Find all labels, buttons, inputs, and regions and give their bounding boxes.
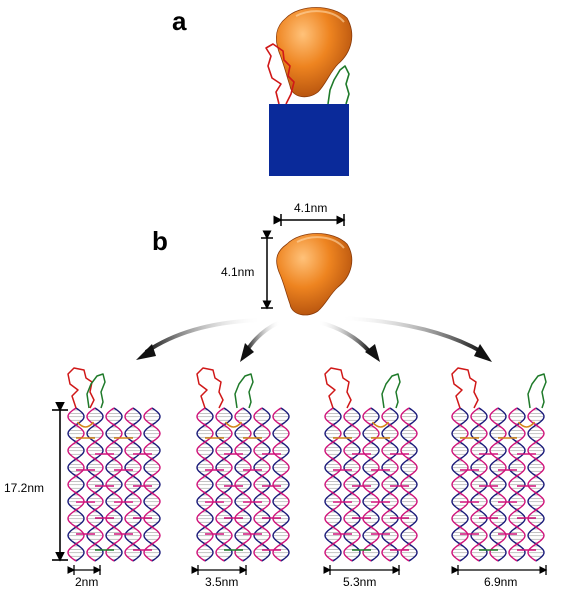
helix: [86, 407, 104, 562]
spacing-label-3: 5.3nm: [343, 575, 376, 589]
panel-label-b: b: [152, 226, 168, 256]
helix: [234, 407, 252, 562]
helix: [451, 407, 469, 562]
orange-staple: [517, 421, 536, 428]
helix: [324, 407, 342, 562]
aptamer-red: [324, 367, 352, 409]
origami-structure-3: [323, 367, 418, 575]
spacing-label-4: 6.9nm: [484, 575, 517, 589]
aptamer-red: [196, 367, 224, 409]
arrow-to-structure-2: [240, 320, 281, 362]
helix: [272, 407, 290, 562]
helix: [196, 407, 214, 562]
aptamer-green: [86, 373, 106, 409]
aptamer-red-a: [265, 43, 295, 105]
helix: [381, 407, 399, 562]
spacing-label-2: 3.5nm: [205, 575, 238, 589]
aptamer-red: [451, 367, 479, 409]
arrow-to-structure-4: [339, 316, 492, 362]
helix: [489, 407, 507, 562]
helix: [253, 407, 271, 562]
protein-height-dimension: 4.1nm: [221, 230, 273, 310]
helix: [124, 407, 142, 562]
panel-label-a: a: [172, 6, 187, 36]
protein-width-dimension: 4.1nm: [273, 201, 346, 226]
origami-structures: [67, 367, 548, 575]
helix: [400, 407, 418, 562]
staple-crossovers: [76, 437, 152, 551]
helix: [470, 407, 488, 562]
helix: [343, 407, 361, 562]
spacing-dimension: [67, 565, 102, 575]
protein-height-label: 4.1nm: [221, 265, 254, 279]
aptamer-green: [234, 373, 254, 409]
spacing-dimension: [191, 565, 248, 575]
spacing-dimension: [323, 565, 401, 575]
arrow-to-structure-3: [317, 320, 380, 362]
origami-height-dimension: 17.2nm: [4, 402, 68, 562]
spacing-dimension: [451, 565, 548, 575]
protein-b: [276, 233, 353, 316]
aptamer-green-a: [327, 65, 350, 105]
staple-crossovers: [333, 437, 409, 551]
aptamer-red: [67, 367, 95, 409]
helix: [67, 407, 85, 562]
orange-staple: [76, 421, 95, 428]
aptamer-green: [381, 373, 401, 409]
helix: [508, 407, 526, 562]
orange-staple: [224, 421, 243, 428]
staple-crossovers: [205, 437, 281, 551]
protein-width-label: 4.1nm: [294, 201, 327, 215]
helix: [527, 407, 545, 562]
protein-a: [275, 7, 353, 98]
helix: [362, 407, 380, 562]
staple-crossovers: [460, 437, 536, 551]
helix: [215, 407, 233, 562]
surface-block: [269, 104, 349, 176]
orange-staple: [371, 421, 390, 428]
aptamer-green: [527, 373, 547, 409]
origami-structure-4: [451, 367, 548, 575]
origami-structure-1: [67, 367, 161, 575]
helix: [105, 407, 123, 562]
spacing-label-1: 2nm: [75, 575, 98, 589]
helix: [143, 407, 161, 562]
arrow-to-structure-1: [136, 318, 263, 360]
origami-height-label: 17.2nm: [4, 481, 44, 495]
origami-structure-2: [191, 367, 290, 575]
